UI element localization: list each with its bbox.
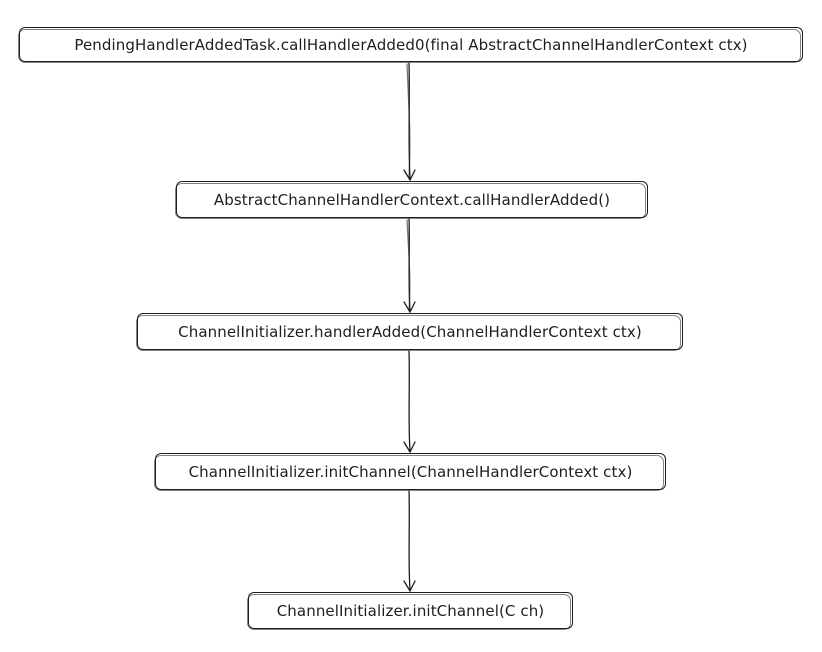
node-init-channel-ch: ChannelInitializer.initChannel(C ch) xyxy=(247,592,573,630)
node-call-handler-added: AbstractChannelHandlerContext.callHandle… xyxy=(175,181,648,219)
node-label: ChannelInitializer.handlerAdded(ChannelH… xyxy=(178,322,642,341)
arrow-n4-n5 xyxy=(408,490,411,591)
node-label: AbstractChannelHandlerContext.callHandle… xyxy=(213,190,611,209)
node-label: ChannelInitializer.initChannel(ChannelHa… xyxy=(188,462,633,481)
node-init-channel-ctx: ChannelInitializer.initChannel(ChannelHa… xyxy=(154,453,666,491)
arrow-n3-n4 xyxy=(408,350,411,452)
node-label: ChannelInitializer.initChannel(C ch) xyxy=(276,601,545,620)
node-pending-handler-added-task: PendingHandlerAddedTask.callHandlerAdded… xyxy=(18,27,803,63)
node-label: PendingHandlerAddedTask.callHandlerAdded… xyxy=(74,35,748,54)
node-handler-added: ChannelInitializer.handlerAdded(ChannelH… xyxy=(136,313,683,351)
